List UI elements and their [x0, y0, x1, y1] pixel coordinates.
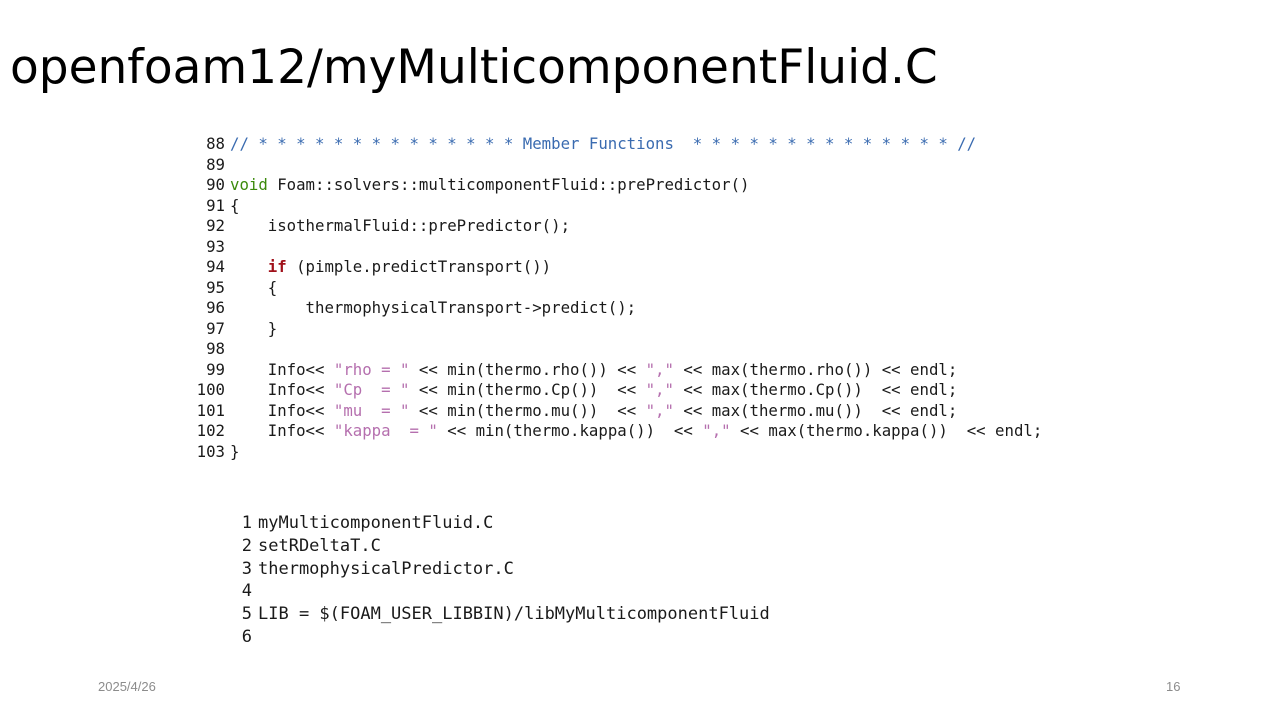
code-token: {	[230, 277, 278, 297]
code-line: 98	[191, 339, 1042, 360]
code-text: isothermalFluid::prePredictor();	[230, 216, 570, 237]
page-number: 16	[1166, 679, 1181, 694]
code-text: void Foam::solvers::multicomponentFluid:…	[230, 175, 749, 196]
file-list-line: 5 LIB = $(FOAM_USER_LIBBIN)/libMyMulticom…	[230, 603, 770, 626]
file-list-line: 2 setRDeltaT.C	[230, 535, 770, 558]
code-token: "rho = "	[333, 359, 410, 379]
file-list-line: 3 thermophysicalPredictor.C	[230, 558, 770, 581]
code-token: << min(thermo.kappa()) <<	[437, 421, 703, 440]
code-token: ","	[645, 359, 674, 379]
code-token: ","	[645, 380, 674, 399]
line-number: 93	[206, 236, 225, 256]
code-token: // * * * * * * * * * * * * * * Member Fu…	[230, 134, 977, 153]
line-number: 97	[206, 318, 225, 338]
code-line: 94 if (pimple.predictTransport())	[191, 257, 1042, 278]
line-number: 95	[206, 277, 225, 297]
code-token: ","	[645, 400, 674, 420]
line-number: 102	[196, 421, 225, 440]
code-text: }	[230, 442, 239, 463]
code-token: Foam::solvers::multicomponentFluid::preP…	[267, 175, 750, 194]
code-token: << min(thermo.mu()) <<	[409, 400, 646, 420]
code-listing-files: 1 myMulticomponentFluid.C 2 setRDeltaT.C 3 th…	[230, 512, 770, 649]
footer-date: 2025/4/26	[98, 679, 156, 694]
code-line: 93	[191, 237, 1042, 258]
code-line: 89	[191, 155, 1042, 176]
code-token	[230, 257, 268, 276]
code-text: Info<< "mu = " << min(thermo.mu()) << ",…	[230, 400, 958, 422]
line-number: 4	[241, 581, 252, 602]
file-list-line: 1 myMulticomponentFluid.C	[230, 512, 770, 535]
code-token: {	[230, 195, 240, 215]
line-number: 89	[206, 154, 225, 174]
line-number: 103	[196, 441, 225, 461]
code-token: "Cp = "	[333, 380, 410, 399]
code-token: "kappa = "	[333, 421, 438, 440]
code-text: Info<< "rho = " << min(thermo.rho()) << …	[230, 359, 958, 381]
code-text: {	[230, 278, 277, 299]
code-text: myMulticomponentFluid.C	[258, 513, 494, 533]
code-listing-source: 88 // * * * * * * * * * * * * * * Member …	[191, 134, 1043, 463]
code-token: << max(thermo.Cp()) << endl;	[673, 380, 958, 399]
line-number: 98	[206, 339, 225, 358]
code-text: }	[230, 319, 277, 340]
code-token: if	[267, 257, 287, 276]
code-line: 91{	[191, 196, 1042, 217]
slide-title: openfoam12/myMulticomponentFluid.C	[10, 40, 938, 95]
code-line: 90 void Foam::solvers::multicomponentFlui…	[191, 175, 1042, 196]
line-number: 94	[206, 257, 225, 276]
line-number: 91	[206, 195, 225, 215]
code-line: 95 {	[191, 278, 1042, 299]
code-line: 97 }	[191, 319, 1042, 340]
code-token: Info<<	[230, 359, 334, 379]
code-token: }	[230, 441, 240, 461]
file-list-line: 6	[230, 626, 770, 649]
code-token: Info<<	[230, 421, 334, 440]
code-token: << max(thermo.kappa()) << endl;	[730, 421, 1043, 440]
code-text: if (pimple.predictTransport())	[230, 257, 551, 278]
code-token: Info<<	[230, 380, 334, 399]
file-list-line: 4	[230, 580, 770, 603]
code-text: Info<< "Cp = " << min(thermo.Cp()) << ",…	[230, 380, 958, 401]
line-number: 96	[206, 298, 225, 317]
code-text: thermophysicalTransport->predict();	[230, 298, 637, 319]
code-token: << max(thermo.rho()) << endl;	[673, 359, 958, 379]
code-text: Info<< "kappa = " << min(thermo.kappa())…	[230, 421, 1043, 442]
code-line: 88 // * * * * * * * * * * * * * * Member …	[191, 134, 1042, 155]
code-token: << min(thermo.Cp()) <<	[409, 380, 646, 399]
code-token: void	[230, 175, 268, 194]
code-token: << min(thermo.rho()) <<	[409, 359, 646, 379]
line-number: 6	[241, 626, 252, 647]
code-token: Info<<	[230, 400, 334, 420]
line-number: 2	[241, 535, 252, 556]
code-token: isothermalFluid::prePredictor();	[230, 216, 571, 235]
line-number: 92	[206, 216, 225, 235]
code-line: 103}	[191, 442, 1042, 463]
code-text: LIB = $(FOAM_USER_LIBBIN)/libMyMulticomp…	[258, 604, 770, 625]
line-number: 3	[241, 558, 252, 579]
code-token: "mu = "	[333, 400, 410, 420]
code-token: }	[230, 318, 278, 338]
code-line: 101 Info<< "mu = " << min(thermo.mu()) <…	[191, 401, 1042, 422]
code-text: thermophysicalPredictor.C	[258, 558, 514, 579]
code-line: 92 isothermalFluid::prePredictor();	[191, 216, 1042, 237]
line-number: 101	[196, 400, 225, 420]
code-token: << max(thermo.mu()) << endl;	[673, 400, 958, 420]
code-text: // * * * * * * * * * * * * * * Member Fu…	[230, 134, 976, 155]
line-number: 1	[241, 513, 252, 533]
line-number: 100	[196, 380, 225, 399]
code-token: ","	[702, 421, 731, 440]
code-line: 96 thermophysicalTransport->predict();	[191, 298, 1042, 319]
code-line: 99 Info<< "rho = " << min(thermo.rho()) …	[191, 360, 1042, 381]
code-text: setRDeltaT.C	[258, 535, 381, 556]
line-number: 99	[206, 359, 225, 379]
code-text: {	[230, 196, 239, 217]
line-number: 5	[241, 604, 252, 625]
line-number: 90	[206, 175, 225, 194]
code-token: (pimple.predictTransport())	[286, 257, 552, 276]
code-token: thermophysicalTransport->predict();	[230, 298, 637, 317]
code-line: 100 Info<< "Cp = " << min(thermo.Cp()) <…	[191, 380, 1042, 401]
line-number: 88	[206, 134, 225, 153]
code-line: 102 Info<< "kappa = " << min(thermo.kapp…	[191, 421, 1043, 442]
